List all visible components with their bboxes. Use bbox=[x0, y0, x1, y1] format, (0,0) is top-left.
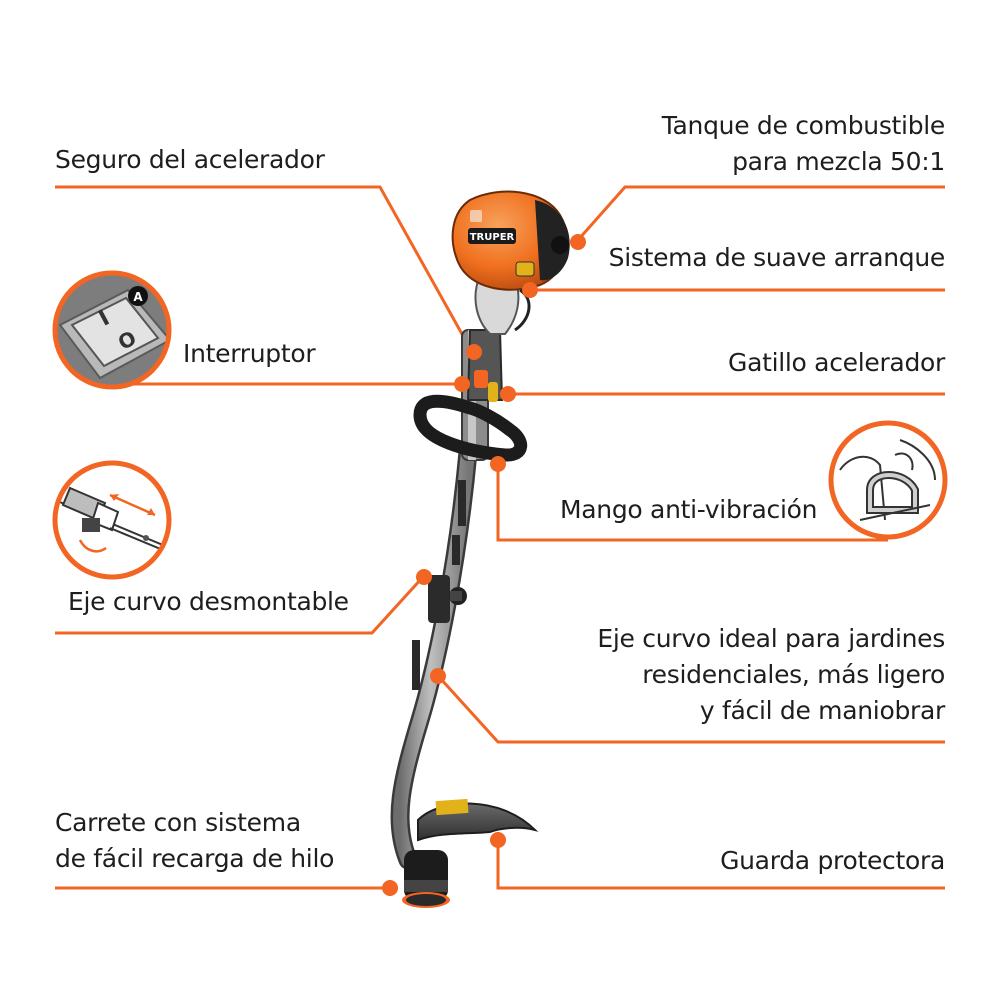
callout-dots bbox=[382, 234, 586, 896]
label-mango: Mango anti-vibración bbox=[560, 495, 818, 524]
dot-carrete bbox=[382, 880, 398, 896]
leader-guarda bbox=[496, 842, 945, 890]
inset-switch: I O A bbox=[52, 270, 172, 390]
leader-lines bbox=[55, 185, 945, 890]
loop-handle bbox=[413, 394, 528, 462]
dot-eje-ideal bbox=[430, 668, 446, 684]
dot-arranque bbox=[522, 282, 538, 298]
dot-guarda bbox=[490, 832, 506, 848]
inset-eje bbox=[52, 460, 172, 580]
label-eje-ideal: Eje curvo ideal para jardines residencia… bbox=[597, 624, 945, 725]
dot-mango bbox=[490, 456, 506, 472]
dot-gatillo bbox=[500, 386, 516, 402]
dot-interruptor bbox=[454, 376, 470, 392]
guard bbox=[417, 802, 539, 842]
trimmer: TRUPER bbox=[390, 190, 570, 908]
label-seguro: Seguro del acelerador bbox=[55, 145, 325, 174]
leader-seguro bbox=[55, 185, 474, 353]
label-tanque: Tanque de combustible para mezcla 50:1 bbox=[661, 111, 946, 176]
leader-tanque bbox=[576, 185, 945, 241]
inset-mango bbox=[828, 420, 948, 540]
label-arranque: Sistema de suave arranque bbox=[608, 243, 946, 272]
label-eje-desmontable: Eje curvo desmontable bbox=[68, 587, 349, 616]
label-carrete: Carrete con sistema de fácil recarga de … bbox=[55, 808, 335, 873]
label-guarda: Guarda protectora bbox=[720, 846, 945, 875]
dot-seguro bbox=[466, 344, 482, 360]
brand-logo: TRUPER bbox=[470, 232, 515, 243]
leader-eje-ideal bbox=[438, 676, 945, 744]
leader-mango bbox=[496, 465, 888, 542]
leader-eje-desmontable bbox=[55, 576, 424, 635]
dot-tanque bbox=[570, 234, 586, 250]
badge-a: A bbox=[133, 290, 143, 304]
engine: TRUPER bbox=[451, 190, 570, 335]
label-interruptor: Interruptor bbox=[183, 339, 316, 368]
label-gatillo: Gatillo acelerador bbox=[728, 348, 945, 377]
dot-eje-desmontable bbox=[416, 569, 432, 585]
